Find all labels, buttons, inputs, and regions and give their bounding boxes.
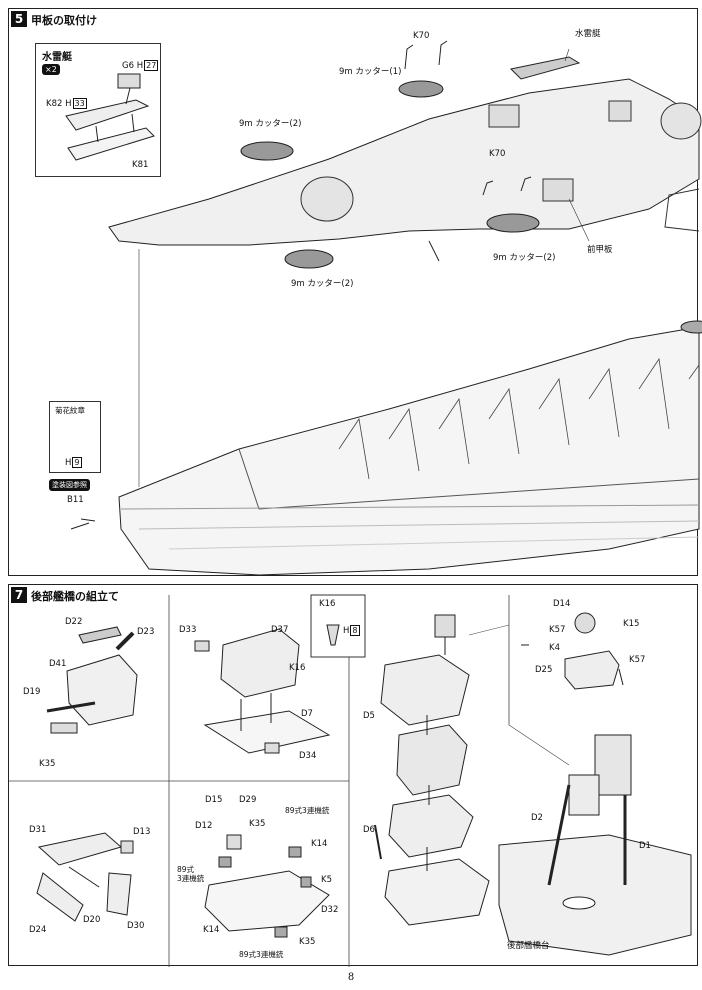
step7-dividers bbox=[9, 594, 692, 967]
label-k57-a: K57 bbox=[549, 625, 566, 635]
page-number: 8 bbox=[347, 972, 355, 983]
paint-reference-badge: 塗装図参照 bbox=[49, 479, 90, 491]
label-d23: D23 bbox=[137, 627, 155, 637]
label-d34: D34 bbox=[299, 751, 317, 761]
label-d2: D2 bbox=[531, 813, 543, 823]
step5-title: 甲板の取付け bbox=[31, 14, 97, 27]
label-d7: D7 bbox=[301, 709, 313, 719]
multiplier-badge: ×2 bbox=[42, 64, 60, 75]
label-k15: K15 bbox=[623, 619, 640, 629]
callout-k70-mid: K70 bbox=[489, 149, 506, 159]
label-k16-c: K16 bbox=[319, 599, 336, 609]
label-d30: D30 bbox=[127, 921, 145, 931]
step7-number: 7 bbox=[11, 587, 27, 603]
label-d6: D6 bbox=[363, 825, 375, 835]
label-gun89-bottom: 89式3連機銃 bbox=[239, 950, 284, 959]
label-d13: D13 bbox=[133, 827, 151, 837]
label-k35-e2: K35 bbox=[299, 937, 316, 947]
label-d22: D22 bbox=[65, 617, 83, 627]
callout-cutter2-bottom: 9m カッター(2) bbox=[291, 279, 354, 289]
callout-cutter2-left: 9m カッター(2) bbox=[239, 119, 302, 129]
label-d5: D5 bbox=[363, 711, 375, 721]
label-d14: D14 bbox=[553, 599, 571, 609]
chrysanthemum-title: 菊花紋章 bbox=[55, 406, 85, 415]
label-d20: D20 bbox=[83, 915, 101, 925]
label-rear-bridge-base: 後部艦橋台 bbox=[507, 941, 550, 951]
label-k5: K5 bbox=[321, 875, 332, 885]
label-d29: D29 bbox=[239, 795, 257, 805]
torpedo-boat-drawing bbox=[65, 73, 155, 161]
label-d31: D31 bbox=[29, 825, 47, 835]
callout-front-deck: 前甲板 bbox=[587, 245, 613, 255]
chrysanthemum-inset bbox=[49, 401, 101, 473]
label-d37: D37 bbox=[271, 625, 289, 635]
label-d1: D1 bbox=[639, 841, 651, 851]
label-k16-b: K16 bbox=[289, 663, 306, 673]
label-d19: D19 bbox=[23, 687, 41, 697]
label-k81: K81 bbox=[132, 160, 149, 170]
label-d15: D15 bbox=[205, 795, 223, 805]
label-d41: D41 bbox=[49, 659, 67, 669]
callout-cutter2-mid: 9m カッター(2) bbox=[493, 253, 556, 263]
label-d24: D24 bbox=[29, 925, 47, 935]
label-d32: D32 bbox=[321, 905, 339, 915]
deck-assembly-drawing bbox=[70, 40, 702, 576]
label-b11: B11 bbox=[67, 495, 84, 505]
label-gun89-top: 89式3連機銃 bbox=[285, 806, 330, 815]
callout-k70-top: K70 bbox=[413, 31, 430, 41]
label-d33: D33 bbox=[179, 625, 197, 635]
label-k57-b: K57 bbox=[629, 655, 646, 665]
label-d25: D25 bbox=[535, 665, 553, 675]
torpedo-inset-title: 水雷艇 bbox=[42, 52, 72, 63]
step5-number: 5 bbox=[11, 11, 27, 27]
label-k14-b: K14 bbox=[203, 925, 220, 935]
label-k14-a: K14 bbox=[311, 839, 328, 849]
label-k4: K4 bbox=[549, 643, 560, 653]
callout-torpedo-boat: 水雷艇 bbox=[575, 29, 601, 39]
step7-title: 後部艦橋の組立て bbox=[31, 590, 119, 603]
step7-panel: 7 後部艦橋の組立て bbox=[8, 584, 698, 967]
label-d12: D12 bbox=[195, 821, 213, 831]
label-k35-a: K35 bbox=[39, 759, 56, 769]
callout-cutter1: 9m カッター(1) bbox=[339, 67, 402, 77]
label-gun89-left: 89式 3連機銃 bbox=[177, 865, 205, 883]
label-k35-e1: K35 bbox=[249, 819, 266, 829]
